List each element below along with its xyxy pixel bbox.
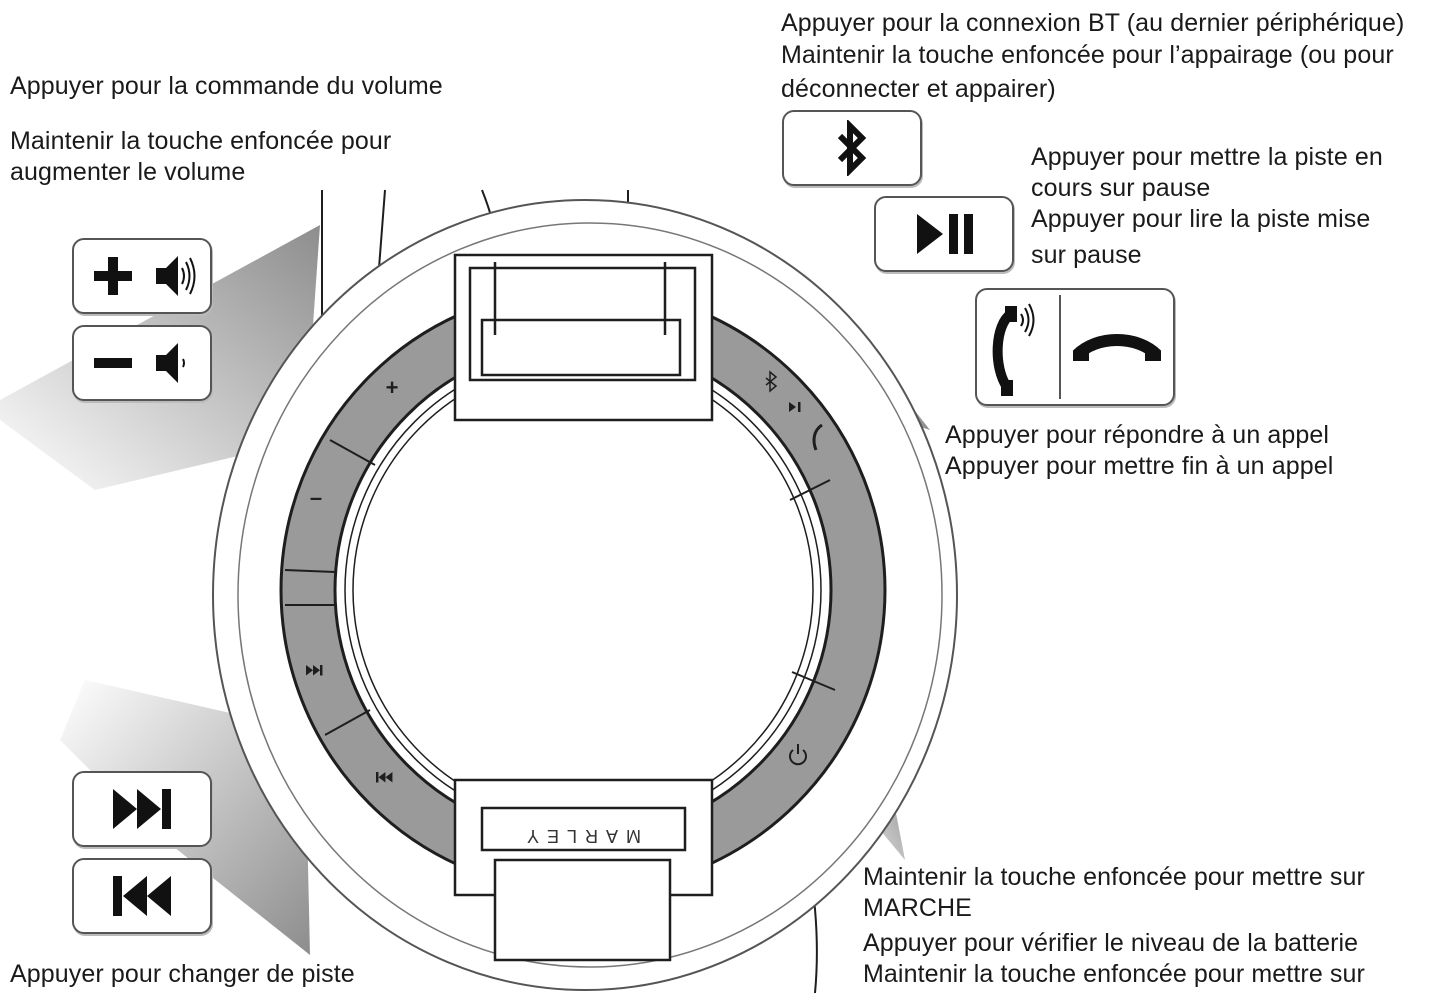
- power-label-2: MARCHE: [863, 894, 972, 922]
- play-label-1: Appuyer pour mettre la piste en: [1031, 143, 1383, 171]
- bluetooth-button[interactable]: [782, 110, 922, 186]
- play-label-4: sur pause: [1031, 241, 1142, 269]
- volume-hold-label-1: Maintenir la touche enfoncée pour: [10, 127, 392, 155]
- call-label-1: Appuyer pour répondre à un appel: [945, 421, 1330, 449]
- ring-prev-icon: [376, 772, 393, 783]
- next-track-button[interactable]: [72, 771, 212, 847]
- volume-hold-label-2: augmenter le volume: [10, 158, 246, 186]
- volume-down-button[interactable]: [72, 325, 212, 401]
- call-button[interactable]: [975, 288, 1175, 406]
- volume-up-button[interactable]: [72, 238, 212, 314]
- volume-press-label: Appuyer pour la commande du volume: [10, 72, 443, 100]
- ring-minus-symbol: –: [310, 485, 322, 510]
- bt-label-3: déconnecter et appairer): [781, 75, 1056, 103]
- ring-next-icon: [306, 665, 323, 676]
- power-label-1: Maintenir la touche enfoncée pour mettre…: [863, 863, 1365, 891]
- previous-track-icon: [113, 876, 171, 916]
- bt-label-1: Appuyer pour la connexion BT (au dernier…: [781, 9, 1405, 37]
- play-label-2: cours sur pause: [1031, 174, 1211, 202]
- ring-power-icon: [789, 744, 807, 766]
- play-label-3: Appuyer pour lire la piste mise: [1031, 205, 1371, 233]
- ring-play-pause-icon: [789, 402, 801, 412]
- bt-label-2: Maintenir la touche enfoncée pour l’appa…: [781, 41, 1394, 69]
- volume-up-icon: [94, 256, 196, 296]
- bluetooth-icon: [837, 120, 867, 176]
- brand-plate: MARLEY: [519, 826, 641, 846]
- ring-phone-icon: [812, 423, 823, 451]
- play-pause-button[interactable]: [874, 196, 1014, 272]
- call-button-divider: [1059, 295, 1061, 399]
- volume-down-icon: [94, 343, 185, 383]
- track-label: Appuyer pour changer de piste: [10, 960, 355, 988]
- ring-plus-symbol: +: [386, 375, 399, 400]
- power-label-3: Appuyer pour vérifier le niveau de la ba…: [863, 929, 1359, 957]
- phone-end-icon: [1072, 334, 1162, 361]
- next-track-icon: [113, 789, 171, 829]
- previous-track-button[interactable]: [72, 858, 212, 934]
- phone-answer-icon: [992, 303, 1035, 396]
- call-label-2: Appuyer pour mettre fin à un appel: [945, 452, 1334, 480]
- ring-bluetooth-icon: [765, 370, 778, 393]
- power-label-4: Maintenir la touche enfoncée pour mettre…: [863, 960, 1365, 988]
- play-pause-icon: [917, 214, 973, 254]
